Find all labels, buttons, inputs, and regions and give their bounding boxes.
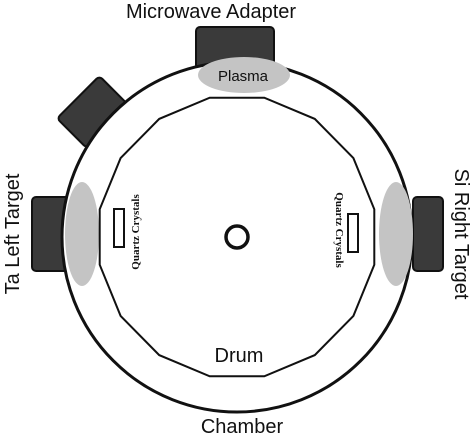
label-chamber: Chamber [201, 416, 284, 438]
label-microwave-adapter: Microwave Adapter [126, 1, 296, 23]
label-quartz-left: Quartz Crystals [130, 194, 142, 270]
drum-polygon [98, 96, 376, 378]
label-quartz-right: Quartz Crystals [333, 192, 345, 268]
right-target-block [412, 196, 444, 272]
label-left-target: Ta Left Target [2, 173, 24, 294]
label-right-target: Si Right Target [450, 169, 472, 300]
quartz-crystal-left [113, 208, 125, 248]
label-drum: Drum [215, 345, 264, 367]
label-plasma: Plasma [218, 68, 269, 85]
plasma-ellipse-right [379, 182, 413, 286]
quartz-crystal-right [347, 213, 359, 253]
plasma-ellipse-left [65, 182, 99, 286]
drum-axis [224, 224, 250, 250]
plasma-ellipse-top [198, 57, 290, 93]
